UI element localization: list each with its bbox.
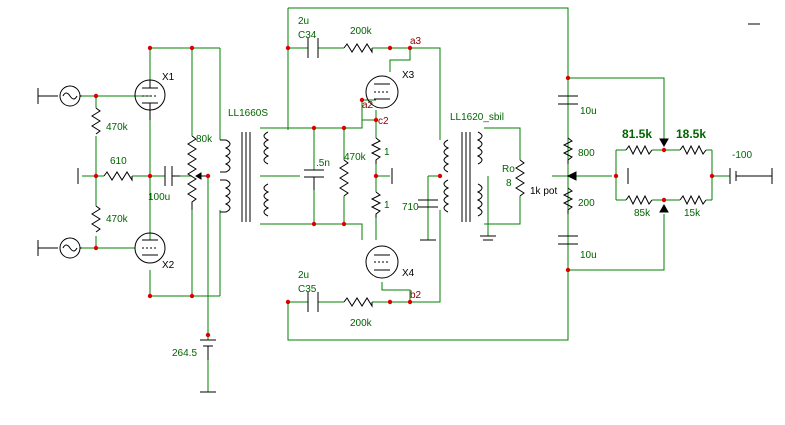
label-c2: c2	[378, 116, 389, 127]
label-c10u-bottom: 10u	[580, 250, 597, 261]
capacitor-10u-bottom	[558, 235, 578, 245]
labels: X1 X2 X3 X4 470k 470k 610 100u 80k LL166…	[106, 16, 752, 359]
resistor-800	[562, 137, 574, 164]
wires	[82, 7, 730, 392]
source-bottom	[37, 237, 82, 259]
label-x3: X3	[402, 70, 415, 81]
capacitor-100u	[164, 166, 173, 186]
resistor-1-top	[370, 137, 382, 164]
label-b2: b2	[410, 290, 422, 301]
capacitor-c34	[307, 38, 319, 58]
label-r81k: 81.5k	[622, 127, 652, 141]
resistor-81k	[625, 144, 653, 156]
resistor-18k	[679, 144, 707, 156]
label-r15k: 15k	[684, 208, 701, 219]
tube-x1	[134, 79, 166, 120]
transformer-ll1620	[443, 131, 496, 241]
label-c-2u-top: 2u	[298, 16, 309, 27]
label-c5n: .5n	[316, 158, 330, 169]
tube-x3	[365, 75, 399, 109]
label-x4: X4	[402, 268, 415, 279]
label-t1: LL1660S	[228, 108, 268, 119]
label-r470k-top: 470k	[106, 122, 129, 133]
transformer-ll1660s	[220, 131, 270, 222]
components	[37, 23, 773, 393]
label-vneg: -100	[732, 150, 752, 161]
label-c35: C35	[298, 284, 317, 295]
label-ro: Ro	[502, 164, 515, 175]
label-r800: 800	[578, 148, 595, 159]
resistor-470k-top	[91, 107, 101, 135]
label-r80k: 80k	[196, 134, 213, 145]
resistor-85k	[625, 194, 653, 206]
pot-wiper	[566, 171, 577, 181]
label-r1-bottom: 1	[384, 200, 390, 211]
resistor-470k-mid	[339, 159, 349, 197]
label-r1-top: 1	[384, 147, 390, 158]
label-c-2u-bottom: 2u	[298, 270, 309, 281]
label-x1: X1	[162, 72, 175, 83]
label-c100u: 100u	[148, 192, 170, 203]
label-r200k-top: 200k	[350, 26, 373, 37]
capacitor-05n	[304, 169, 324, 178]
wiper-top	[659, 138, 669, 148]
capacitor-710	[418, 199, 438, 208]
label-r470k-bottom: 470k	[106, 214, 129, 225]
label-r85k: 85k	[634, 208, 651, 219]
resistor-470k-bottom	[91, 205, 101, 233]
resistor-200k-top	[343, 43, 373, 54]
resistor-610	[103, 171, 133, 182]
tube-x2	[134, 232, 166, 264]
label-x2: X2	[162, 260, 175, 271]
label-r470k-mid: 470k	[344, 152, 367, 163]
label-r18k: 18.5k	[676, 127, 706, 141]
label-r200k-bottom: 200k	[350, 318, 373, 329]
nodes	[93, 45, 715, 338]
tube-x4	[365, 245, 399, 279]
label-a3: a3	[410, 36, 422, 47]
supply-neg100	[729, 168, 737, 184]
resistor-1-bottom	[370, 191, 382, 218]
resistor-200k-bottom	[343, 297, 373, 308]
capacitor-10u-top	[558, 95, 578, 105]
resistor-15k	[679, 194, 707, 206]
label-r200: 200	[578, 198, 595, 209]
capacitor-c35	[307, 292, 319, 312]
label-r8: 8	[506, 178, 512, 189]
label-c34: C34	[298, 30, 317, 41]
label-c710: 710	[402, 202, 419, 213]
potentiometer-80k	[187, 135, 208, 210]
label-pot: 1k pot	[530, 186, 557, 197]
source-top	[37, 85, 82, 107]
label-t2: LL1620_sbil	[450, 112, 504, 123]
resistor-200	[562, 187, 574, 214]
label-r610: 610	[110, 156, 127, 167]
supply-264	[200, 339, 216, 393]
label-v264: 264.5	[172, 348, 197, 359]
resistor-ro	[515, 159, 525, 197]
wiper-bottom	[659, 203, 669, 213]
label-c10u-top: 10u	[580, 106, 597, 117]
label-a2: a2	[362, 100, 374, 111]
